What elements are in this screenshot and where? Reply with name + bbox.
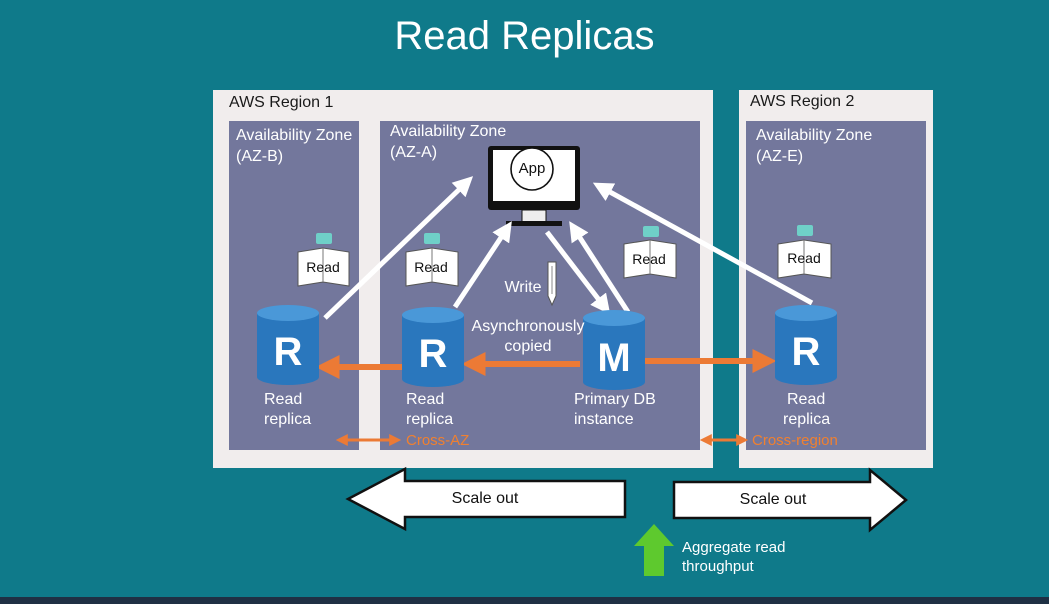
read-label-az-a: Read — [414, 259, 448, 275]
read-arrows — [323, 176, 814, 320]
db-replica-b-icon — [257, 305, 319, 385]
az-b-label: Availability Zone (AZ-B) — [236, 125, 352, 167]
page-title: Read Replicas — [394, 14, 655, 58]
db-replica-a-letter: R — [418, 332, 448, 376]
db-primary-caption: Primary DB instance — [574, 390, 674, 430]
db-replica-b-caption-line1: Read — [264, 391, 303, 408]
scale-out-right-arrow — [672, 467, 908, 533]
az-b-box — [229, 121, 359, 450]
az-e-label: Availability Zone (AZ-E) — [756, 125, 872, 167]
async-label: Asynchronously copied — [463, 317, 593, 357]
az-a-label-line1: Availability Zone — [390, 123, 507, 140]
write-arrow — [545, 230, 611, 315]
scale-out-left-label: Scale out — [451, 490, 519, 507]
db-primary-letter: M — [597, 336, 631, 380]
db-replica-a-icon — [402, 307, 464, 387]
scale-out-right-label: Scale out — [739, 491, 807, 508]
db-replica-e-caption-line2: replica — [783, 411, 831, 428]
aggregate-throughput-arrow — [634, 524, 674, 576]
region-2-label: AWS Region 2 — [750, 93, 855, 110]
async-label-line2: copied — [504, 338, 552, 355]
aggregate-throughput-line1: Aggregate read — [682, 539, 786, 556]
async-label-line1: Asynchronously — [471, 318, 585, 335]
read-label-primary: Read — [632, 251, 666, 267]
read-label-az-e: Read — [787, 250, 821, 266]
db-replica-b-caption: Read replica — [258, 390, 318, 430]
book-icon-primary — [623, 226, 677, 279]
db-primary-caption-line1: Primary DB — [574, 391, 656, 408]
cross-az-label: Cross-AZ — [406, 432, 470, 449]
az-b-label-line1: Availability Zone — [236, 127, 353, 144]
db-replica-a-caption-line1: Read — [406, 391, 445, 408]
az-e-label-line1: Availability Zone — [756, 127, 873, 144]
az-a-label: Availability Zone (AZ-A) — [390, 121, 506, 163]
az-b-label-line2: (AZ-B) — [236, 148, 284, 165]
book-icon-az-e — [777, 225, 832, 279]
aggregate-throughput-label: Aggregate read throughput — [682, 538, 785, 576]
db-replica-e-caption: Read replica — [783, 390, 843, 430]
bottom-bar — [0, 597, 1049, 604]
read-arrow-primary — [569, 221, 631, 314]
db-replica-a-caption-line2: replica — [406, 411, 454, 428]
book-icon-az-a — [405, 233, 459, 287]
app-label: App — [518, 160, 546, 177]
db-replica-e-icon — [775, 305, 837, 385]
db-replica-b-caption-line2: replica — [264, 411, 312, 428]
db-primary-icon — [583, 310, 645, 390]
write-label: Write — [504, 279, 542, 296]
region-1-label: AWS Region 1 — [229, 94, 334, 111]
scale-out-left-arrow — [345, 466, 627, 532]
aggregate-throughput-line2: throughput — [682, 558, 754, 575]
db-replica-b-letter: R — [273, 330, 303, 374]
db-replica-a-caption: Read replica — [406, 390, 466, 430]
db-replica-e-caption-line1: Read — [787, 391, 826, 408]
read-arrow-az-a — [452, 221, 512, 309]
pencil-icon — [547, 261, 557, 307]
read-arrow-az-b — [323, 176, 474, 320]
az-a-label-line2: (AZ-A) — [390, 144, 438, 161]
cross-region-label: Cross-region — [752, 432, 838, 449]
db-replica-e-letter: R — [791, 330, 821, 374]
book-icon-az-b — [297, 233, 350, 287]
replication-arrows — [315, 349, 777, 446]
az-e-label-line2: (AZ-E) — [756, 148, 804, 165]
read-label-az-b: Read — [306, 259, 340, 275]
app-monitor-icon — [488, 146, 580, 226]
db-primary-caption-line2: instance — [574, 411, 634, 428]
read-arrow-az-e — [592, 182, 814, 306]
